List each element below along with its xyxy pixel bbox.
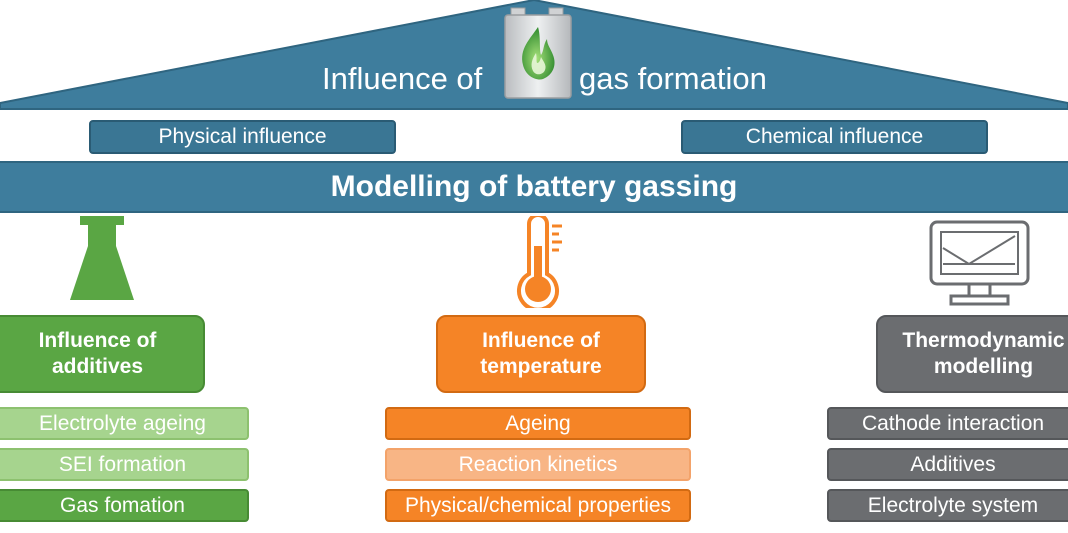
additives-item-gas-fomation: Gas fomation xyxy=(0,489,249,522)
category-additives: Influence of additives xyxy=(0,315,205,393)
computer-monitor-icon xyxy=(929,220,1030,306)
modelling-beam-title: Modelling of battery gassing xyxy=(0,161,1068,213)
additives-item-sei-formation: SEI formation xyxy=(0,448,249,481)
chemical-influence-label: Chemical influence xyxy=(681,120,988,154)
temperature-item-properties: Physical/chemical properties xyxy=(385,489,691,522)
title-right: gas formation xyxy=(579,61,767,96)
temperature-item-ageing: Ageing xyxy=(385,407,691,440)
thermodynamic-item-additives: Additives xyxy=(827,448,1068,481)
flask-icon xyxy=(70,216,134,300)
thermodynamic-item-electrolyte-system: Electrolyte system xyxy=(827,489,1068,522)
physical-influence-label: Physical influence xyxy=(89,120,396,154)
battery-flame-icon xyxy=(504,7,572,99)
thermometer-icon xyxy=(517,216,562,308)
additives-item-electrolyte-ageing: Electrolyte ageing xyxy=(0,407,249,440)
thermodynamic-item-cathode-interaction: Cathode interaction xyxy=(827,407,1068,440)
temperature-item-reaction-kinetics: Reaction kinetics xyxy=(385,448,691,481)
title-left: Influence of xyxy=(322,61,483,96)
category-thermodynamic: Thermodynamic modelling xyxy=(876,315,1068,393)
category-temperature: Influence of temperature xyxy=(436,315,646,393)
